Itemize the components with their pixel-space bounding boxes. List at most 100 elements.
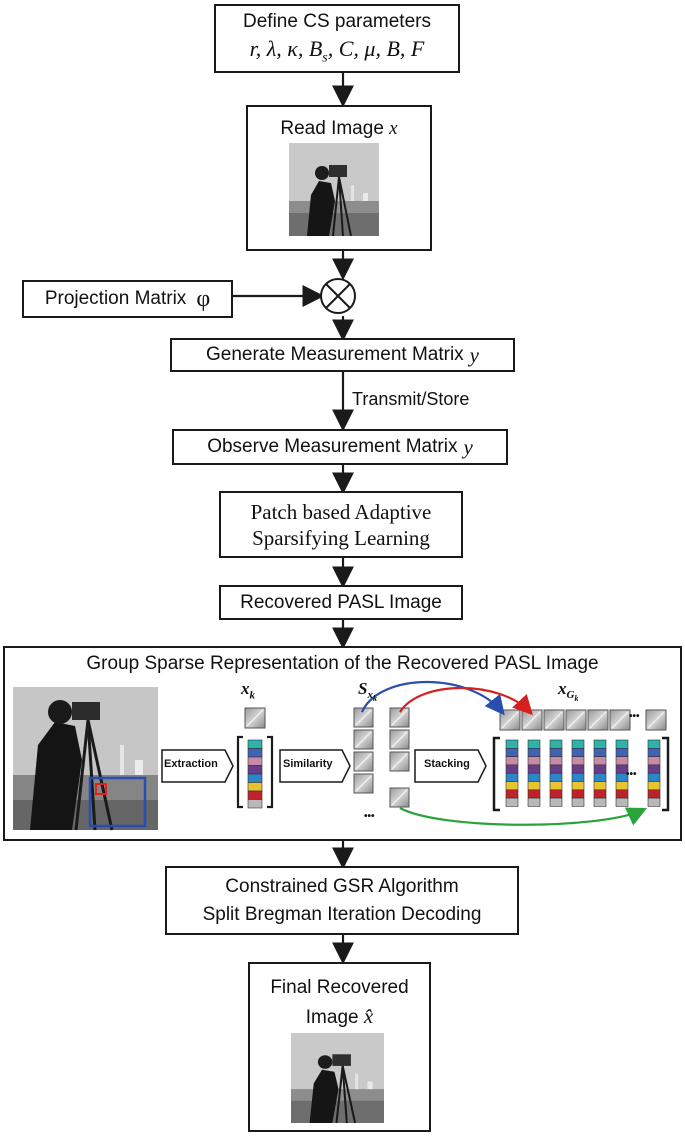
vector-cell (647, 739, 661, 749)
vector-cell (505, 764, 519, 774)
vector-cell (247, 773, 263, 783)
vector-cell (593, 739, 607, 749)
vector-cell (647, 789, 661, 799)
generate-measurement-box: Generate Measurement Matrix y (170, 338, 515, 372)
vector-cell (549, 747, 563, 757)
group-matrix-brackets (492, 736, 670, 812)
multiply-icon (320, 278, 356, 314)
vector-cell (593, 772, 607, 782)
read-image-title: Read Image x (280, 118, 398, 139)
patch-edge (391, 753, 408, 770)
vector-cell (647, 781, 661, 791)
extraction-arrow (161, 749, 234, 783)
gsr-title: Group Sparse Representation of the Recov… (86, 653, 599, 674)
vector-cell (615, 739, 629, 749)
patch-edge (391, 731, 408, 748)
input-image (289, 143, 379, 236)
vector-cell (647, 797, 661, 807)
vector-cell (527, 772, 541, 782)
patch-dots-label: ••• (364, 811, 375, 822)
xk-label: xk (241, 679, 255, 702)
vector-cell (647, 747, 661, 757)
vector-cell (571, 756, 585, 766)
vector-cell (505, 756, 519, 766)
patch-edge (391, 789, 408, 806)
column-dots-label: ••• (626, 769, 637, 780)
constrained-line1: Constrained GSR Algorithm (225, 875, 459, 897)
stacking-arrow (414, 749, 487, 783)
generate-var: y (469, 342, 479, 367)
recovered-label: Recovered PASL Image (240, 591, 442, 613)
vector-cell (647, 772, 661, 782)
vector-cell (527, 747, 541, 757)
projection-matrix-box: Projection Matrix φ (22, 280, 233, 318)
projection-label: Projection Matrix (44, 288, 187, 309)
gsr-source-image (13, 687, 158, 831)
patch-edge (355, 731, 372, 748)
blue-match-arrow (360, 680, 505, 716)
output-image (291, 1033, 384, 1123)
xk-vector-cells (247, 739, 263, 809)
vector-cell (247, 756, 263, 766)
constrained-gsr-box: Constrained GSR Algorithm Split Bregman … (165, 866, 519, 935)
red-match-arrow (399, 687, 534, 716)
vector-cell (505, 739, 519, 749)
xk-vector (236, 735, 274, 809)
final-line2: Image x̂ (305, 1004, 374, 1028)
vector-cell (247, 748, 263, 758)
vector-cell (615, 797, 629, 807)
generate-label: Generate Measurement Matrix (206, 344, 464, 365)
vector-cell (571, 772, 585, 782)
vector-cell (505, 747, 519, 757)
define-title: Define CS parameters (243, 11, 431, 33)
vector-cell (549, 739, 563, 749)
transmit-store-label: Transmit/Store (352, 389, 470, 409)
define-params: r, λ, κ, Bs, C, μ, B, F (249, 36, 425, 66)
vector-cell (247, 790, 263, 800)
pasl-line1: Patch based Adaptive (250, 499, 432, 524)
vector-cell (505, 772, 519, 782)
search-window (88, 776, 147, 828)
vector-cell (615, 789, 629, 799)
patch-edge (391, 709, 408, 726)
vector-cell (549, 797, 563, 807)
vector-cell (615, 781, 629, 791)
vector-cell (549, 789, 563, 799)
vector-cell (527, 756, 541, 766)
group-matrix-columns (505, 739, 661, 807)
vector-cell (571, 781, 585, 791)
vector-cell (549, 772, 563, 782)
final-line1: Final Recovered (270, 977, 409, 998)
vector-cell (505, 797, 519, 807)
vector-cell (593, 747, 607, 757)
stacked-patch-row (499, 709, 667, 731)
stacking-label: Stacking (424, 758, 470, 770)
constrained-line2: Split Bregman Iteration Decoding (202, 903, 482, 925)
similar-patches (353, 707, 410, 808)
patch-edge (611, 711, 629, 729)
green-match-arrow (399, 807, 647, 826)
xk-patch (244, 707, 266, 729)
vector-cell (571, 789, 585, 799)
vector-cell (247, 799, 263, 809)
vector-cell (571, 797, 585, 807)
extraction-label: Extraction (164, 758, 218, 770)
patch-edge (647, 711, 665, 729)
vector-cell (571, 747, 585, 757)
vector-cell (647, 764, 661, 774)
patch-edge (523, 711, 541, 729)
patch-edge (355, 709, 372, 726)
vector-cell (247, 782, 263, 792)
define-cs-parameters-box: Define CS parameters r, λ, κ, Bs, C, μ, … (214, 4, 460, 73)
observe-measurement-box: Observe Measurement Matrix y (172, 429, 508, 465)
vector-cell (527, 789, 541, 799)
vector-cell (593, 797, 607, 807)
vector-cell (527, 781, 541, 791)
projection-symbol: φ (196, 286, 211, 312)
vector-cell (593, 781, 607, 791)
vector-cell (505, 781, 519, 791)
patch-edge (567, 711, 585, 729)
vector-cell (247, 765, 263, 775)
vector-cell (571, 739, 585, 749)
pasl-box: Patch based Adaptive Sparsifying Learnin… (219, 491, 463, 558)
